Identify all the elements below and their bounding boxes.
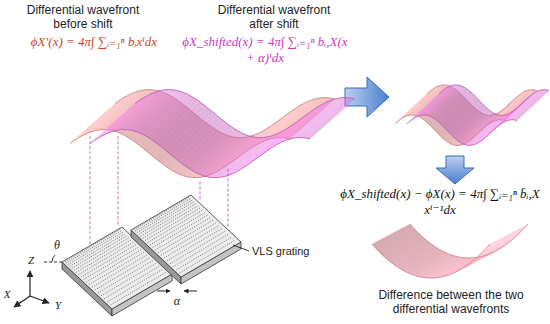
caption-label: Difference between the two differential … — [368, 288, 534, 317]
grating-groove — [153, 214, 209, 247]
projection-line — [118, 136, 119, 226]
grating-groove — [167, 228, 223, 261]
plate-top — [131, 195, 241, 277]
grating-groove — [161, 222, 217, 255]
grating-groove — [173, 234, 229, 267]
heading-label: Differential wavefront after shift — [212, 3, 336, 32]
angle-label: θ — [50, 238, 64, 252]
rotation-axis — [44, 262, 62, 263]
wavefront-edge — [407, 115, 517, 145]
process-arrow — [436, 156, 474, 184]
grating-groove — [150, 212, 206, 245]
grating-groove — [81, 244, 137, 277]
grating-groove — [180, 240, 236, 273]
grating-groove — [66, 230, 122, 263]
grating-groove — [139, 201, 195, 234]
grating-groove — [148, 210, 204, 243]
grating-groove — [176, 237, 232, 270]
wavefront-edge — [135, 90, 355, 138]
axis-arrow — [29, 271, 30, 296]
grating-groove — [107, 269, 163, 302]
wavefront-surface — [512, 90, 546, 120]
wavefront-surface — [303, 98, 352, 138]
grating-groove — [164, 225, 220, 258]
axis-label: Z — [25, 254, 37, 267]
axis-label: Y — [52, 299, 64, 312]
wavefront-edge — [410, 224, 528, 258]
grating-groove — [79, 242, 135, 275]
axis-label: X — [1, 288, 13, 301]
grating-groove — [98, 260, 154, 293]
axis-arrow — [30, 296, 49, 303]
grating-groove — [72, 235, 128, 268]
heading-label: Differential wavefront before shift — [22, 3, 144, 32]
wavefront-surface — [513, 90, 547, 120]
grating-groove — [92, 254, 148, 287]
grating-groove — [145, 207, 201, 240]
projection-line — [228, 169, 229, 228]
grating-groove — [84, 246, 140, 279]
part-label: VLS grating — [252, 245, 342, 258]
projection-line — [200, 181, 201, 201]
shift-arrow — [184, 291, 197, 292]
grating-groove — [70, 233, 126, 266]
grating-groove — [104, 266, 160, 299]
process-arrow — [345, 77, 389, 117]
grating-groove — [65, 229, 121, 262]
grating-groove — [68, 232, 124, 265]
grating-groove — [76, 239, 132, 272]
grating-groove — [137, 200, 193, 233]
wavefront-edge — [372, 244, 490, 278]
wavefront-surface — [306, 98, 355, 139]
wavefront-surface — [468, 115, 502, 145]
grating-groove — [111, 272, 167, 305]
formula: ϕX_shifted(x) − ϕX(x) = 4π∫ ∑ᵢ₌₁ⁿ b̄ᵢ,X … — [334, 186, 546, 217]
grating-groove — [86, 249, 142, 282]
grating-group — [62, 195, 241, 316]
wavefront-surface — [226, 135, 275, 176]
wavefront-surface — [466, 115, 500, 145]
leader-line — [233, 245, 249, 251]
grating-groove — [95, 257, 151, 290]
angle-arc — [52, 255, 55, 262]
wavefront-edge — [90, 130, 310, 178]
grating-groove — [135, 198, 191, 231]
projection-line — [90, 136, 91, 244]
formula: ϕX′(x) = 4π∫ ∑ᵢ₌₁ⁿ bᵢxⁱdx — [6, 34, 182, 50]
wavefront-surface — [222, 136, 271, 177]
formula: ϕX_shifted(x) = 4π∫ ∑ᵢ₌₁ⁿ bᵢ,X(x + α)ⁱdx — [182, 34, 348, 65]
grating-groove — [155, 217, 211, 250]
grating-groove — [134, 197, 190, 230]
shift-arrow — [157, 291, 170, 292]
wavefront-edge — [439, 85, 549, 115]
wavefront-surface — [218, 137, 267, 178]
axis-arrow — [14, 296, 30, 307]
grating-groove — [141, 203, 197, 236]
dimension-label: α — [170, 294, 184, 308]
grating-groove — [101, 263, 157, 296]
grating-groove — [170, 231, 226, 264]
